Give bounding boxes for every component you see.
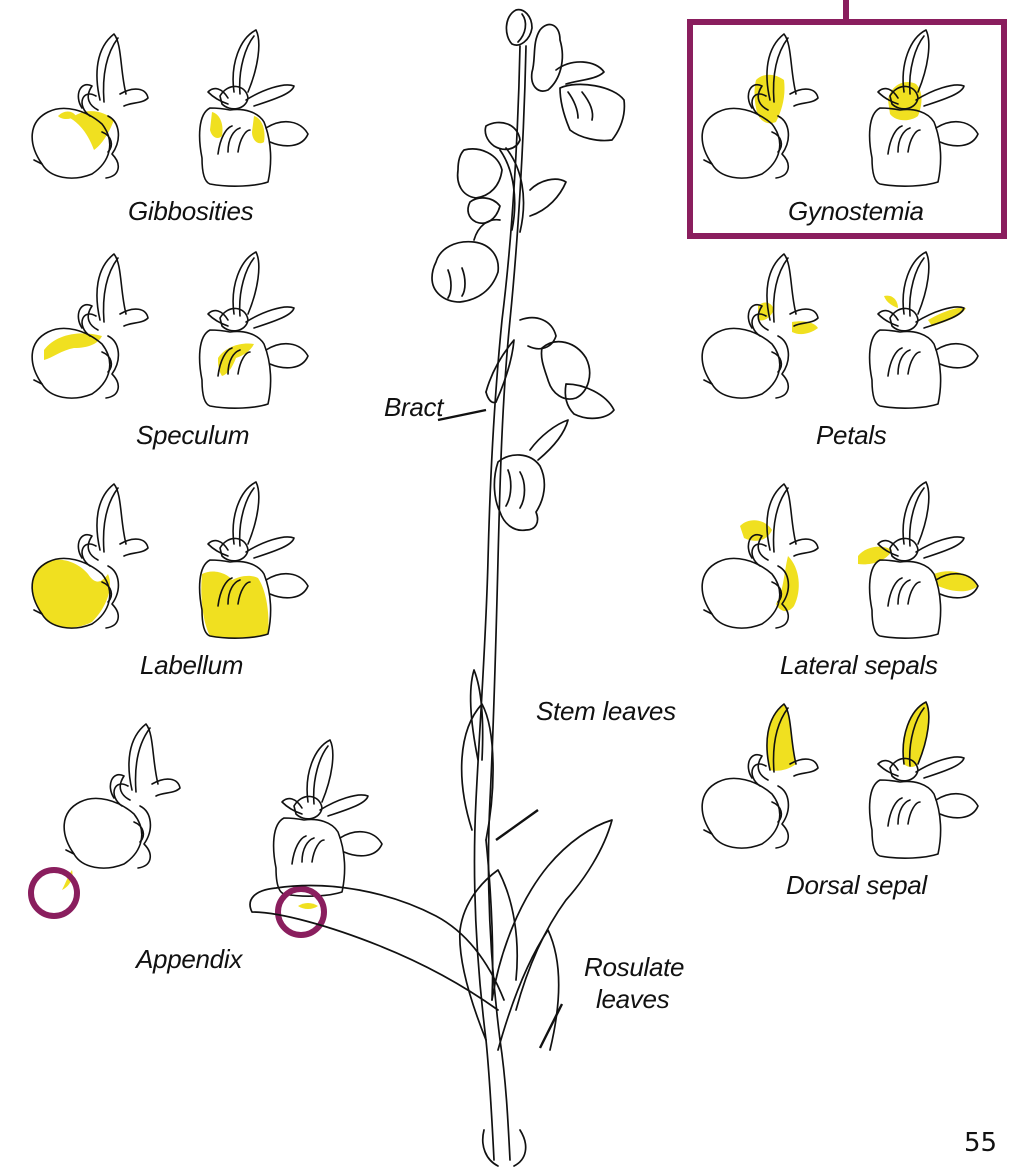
label-speculum: Speculum bbox=[136, 420, 249, 451]
speculum-side-flower bbox=[32, 254, 148, 398]
rosulate-leaves-leader bbox=[540, 1004, 562, 1048]
stem-leaves-leader bbox=[496, 810, 538, 840]
petals-front-flower bbox=[870, 252, 978, 408]
petals-side-flower bbox=[702, 254, 818, 398]
dorsal-sepal-front-flower bbox=[870, 702, 978, 858]
label-lateral-sepals: Lateral sepals bbox=[780, 650, 938, 681]
labellum-front-flower bbox=[200, 482, 308, 638]
label-rosulate-leaves-line2: leaves bbox=[596, 984, 669, 1015]
gibbosities-front-flower-highlight-1 bbox=[210, 112, 223, 138]
bract-leader bbox=[438, 410, 486, 420]
gynostemia-front-flower bbox=[870, 30, 978, 186]
appendix-side-flower-outline bbox=[64, 724, 180, 868]
lateral-sepals-side-flower bbox=[702, 484, 818, 628]
page-number: 55 bbox=[964, 1128, 997, 1158]
dorsal-sepal-side-flower-outline bbox=[702, 704, 818, 848]
lateral-sepals-side-flower-outline bbox=[702, 484, 818, 628]
label-gynostemia: Gynostemia bbox=[788, 196, 924, 227]
gibbosities-side-flower-outline bbox=[32, 34, 148, 178]
label-gibbosities: Gibbosities bbox=[128, 196, 253, 227]
label-rosulate-leaves-line1: Rosulate bbox=[584, 952, 684, 983]
gibbosities-front-flower-outline bbox=[200, 30, 308, 186]
petals-front-flower-highlight-2 bbox=[928, 308, 966, 326]
lateral-sepals-front-flower-highlight-1 bbox=[858, 547, 892, 565]
petals-front-flower-highlight-1 bbox=[884, 296, 898, 308]
appendix-front-flower bbox=[274, 740, 382, 909]
label-dorsal-sepal: Dorsal sepal bbox=[786, 870, 927, 901]
flower-pairs bbox=[32, 30, 978, 909]
label-petals: Petals bbox=[816, 420, 886, 451]
speculum-front-flower bbox=[200, 252, 308, 408]
gibbosities-side-flower bbox=[32, 34, 148, 178]
labellum-front-flower-highlight-1 bbox=[201, 572, 268, 639]
gynostemia-front-flower-outline bbox=[870, 30, 978, 186]
label-bract: Bract bbox=[384, 392, 443, 423]
dorsal-sepal-front-flower-highlight-1 bbox=[903, 702, 929, 767]
labellum-side-flower bbox=[32, 484, 148, 628]
dorsal-sepal-side-flower bbox=[702, 704, 818, 848]
lateral-sepals-front-flower-outline bbox=[870, 482, 978, 638]
speculum-front-flower-outline bbox=[200, 252, 308, 408]
appendix-circle-left bbox=[31, 870, 77, 916]
appendix-front-flower-highlight-1 bbox=[298, 903, 318, 909]
lateral-sepals-front-flower bbox=[858, 482, 978, 638]
label-appendix: Appendix bbox=[136, 944, 242, 975]
label-stem-leaves: Stem leaves bbox=[536, 696, 676, 727]
gynostemia-side-flower bbox=[702, 34, 818, 178]
gibbosities-front-flower bbox=[200, 30, 308, 186]
label-labellum: Labellum bbox=[140, 650, 243, 681]
appendix-side-flower bbox=[62, 724, 180, 890]
speculum-front-flower-highlight-1 bbox=[218, 344, 254, 376]
speculum-side-flower-outline bbox=[32, 254, 148, 398]
appendix-front-flower-outline bbox=[274, 740, 382, 896]
petals-front-flower-outline bbox=[870, 252, 978, 408]
